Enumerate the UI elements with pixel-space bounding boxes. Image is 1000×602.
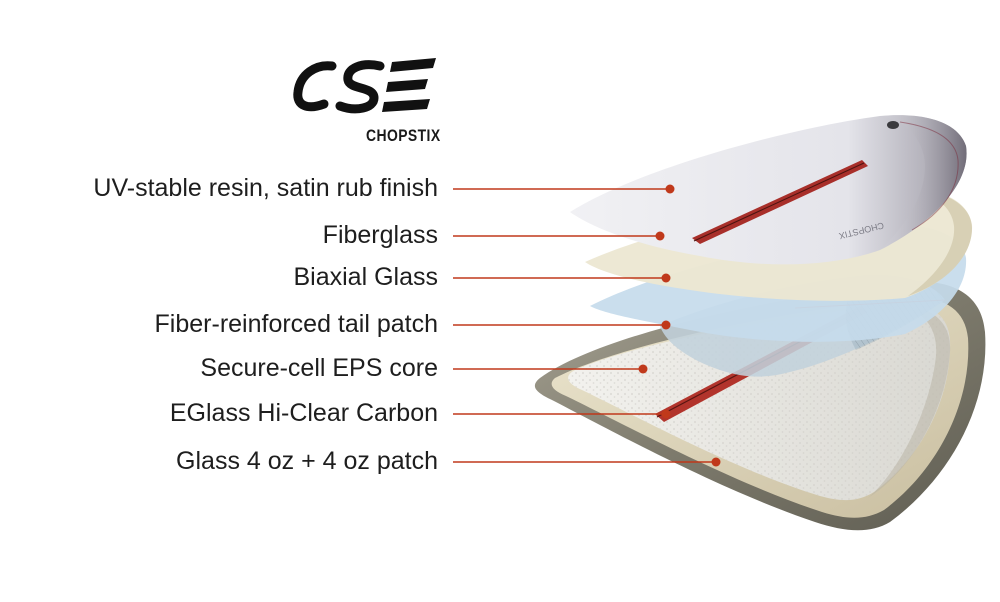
model-name: CHOPSTIX — [366, 126, 441, 145]
leader-dot-carbon — [661, 409, 671, 419]
label-fiberglass: Fiberglass — [322, 221, 438, 249]
label-bottom-glass: Glass 4 oz + 4 oz patch — [176, 447, 438, 475]
leader-dot-topcoat — [665, 184, 675, 194]
leader-dot-fiberglass — [655, 231, 665, 241]
label-tail-patch: Fiber-reinforced tail patch — [154, 310, 438, 338]
leader-dot-bottom-glass — [711, 457, 721, 467]
label-biaxial-glass: Biaxial Glass — [293, 263, 439, 291]
uv-resin-topcoat-layer — [570, 115, 967, 265]
leader-lines — [453, 188, 716, 463]
leader-dot-biaxial — [661, 273, 671, 283]
label-uv-resin: UV-stable resin, satin rub finish — [93, 174, 438, 202]
leader-dots — [638, 184, 721, 467]
cse-logo — [293, 58, 436, 114]
label-carbon: EGlass Hi-Clear Carbon — [169, 399, 438, 427]
label-eps-core: Secure-cell EPS core — [200, 354, 438, 382]
leader-dot-tail-patch — [661, 320, 671, 330]
leash-plug-icon — [887, 121, 899, 129]
leader-dot-core — [638, 364, 648, 374]
